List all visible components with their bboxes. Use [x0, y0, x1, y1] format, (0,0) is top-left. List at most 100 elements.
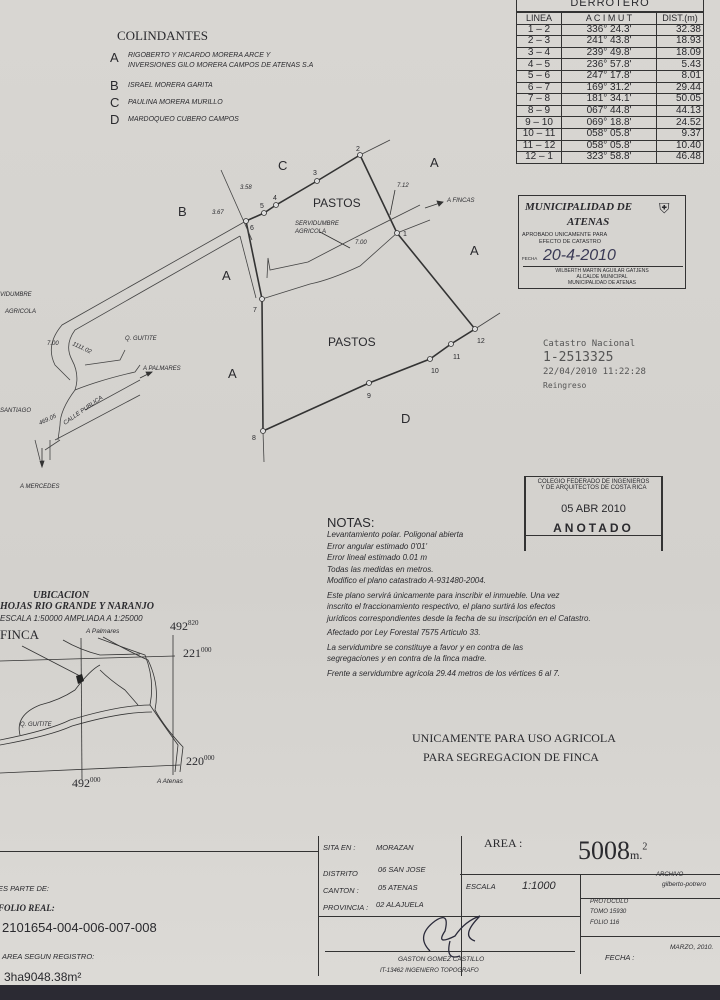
colindante-name: ISRAEL MORERA GARITA: [128, 82, 213, 89]
note-line: segregaciones y en contra de la finca ma…: [327, 654, 487, 663]
coord-x-bottom: 492000: [72, 776, 101, 791]
cell-distancia: 32.38: [656, 23, 704, 37]
cell-distancia: 24.52: [656, 116, 704, 129]
colindante-name: PAULINA MORERA MURILLO: [128, 99, 223, 106]
dim-469-05: 469.05: [38, 413, 58, 426]
area-unit: m.: [630, 848, 643, 862]
ubicacion-subtitle: HOJAS RIO GRANDE Y NARANJO: [0, 601, 154, 612]
cell-acimut: 239° 49.8': [561, 46, 657, 60]
santiago-label: SANTIAGO: [0, 408, 31, 414]
calle-publica-label: CALLE PUBLICA: [63, 395, 104, 427]
mayor-name: WILBERTH MARTIN AGUILAR GATJENS: [555, 268, 649, 274]
agricola-left-label: AGRICOLA: [4, 309, 36, 315]
ubicacion-title: UBICACION: [33, 590, 90, 601]
note-line: inscrito el fraccionamiento respectivo, …: [327, 602, 556, 611]
dim-7-00: 7.00: [355, 240, 367, 246]
area-unit-sup: 2: [642, 841, 648, 853]
archivo-value: gilberto-potrero: [662, 881, 707, 888]
zone-label-d: D: [401, 411, 410, 426]
pastos-label: PASTOS: [328, 335, 376, 349]
vertex-label-7: 7: [253, 307, 257, 314]
colindante-name: RIGOBERTO Y RICARDO MORERA ARCE Y: [128, 52, 271, 59]
area-value: 5008m.2: [578, 836, 647, 866]
fecha-label: FECHA :: [605, 953, 635, 962]
vertex-label-6: 6: [250, 225, 254, 232]
cell-acimut: 058° 05.8': [561, 139, 657, 153]
colindante-letter: D: [110, 112, 120, 127]
note-line: Todas las medidas en metros.: [327, 564, 434, 574]
surveyor-signature: [423, 915, 481, 958]
vertex-label-2: 2: [356, 146, 360, 153]
muni-title-2: ATENAS: [567, 216, 610, 228]
uso-agricola-text: UNICAMENTE PARA USO AGRICOLA: [412, 731, 616, 745]
finca-location-marker: [76, 674, 84, 684]
municipal-approval-stamp: MUNICIPALIDAD DE ATENAS ⛨ APROBADO UNICA…: [518, 195, 686, 289]
colindante-b: B ISRAEL MORERA GARITA: [110, 78, 213, 93]
sita-en-value: MORAZAN: [376, 843, 414, 852]
escala-value: 1:1000: [522, 880, 556, 892]
a-palmares-label: A PALMARES: [142, 366, 181, 372]
fecha-value: MARZO, 2010.: [670, 944, 714, 951]
ubicacion-scale: ESCALA 1:50000 AMPLIADA A 1:25000: [0, 614, 143, 623]
coord-x-top: 492820: [170, 616, 199, 633]
note-line: Frente a servidumbre agrícola 29.44 metr…: [327, 668, 560, 678]
colindante-letter: B: [110, 78, 119, 93]
coord-value: 492: [170, 619, 188, 633]
note-line: Error angular estimado 0'01': [327, 541, 427, 551]
vertex-label-8: 8: [252, 435, 256, 442]
a-atenas-label: A Atenas: [157, 778, 183, 785]
surveyor-id: IT-13462 INGENIERO TOPOGRAFO: [380, 968, 479, 974]
distrito-label: DISTRITO: [323, 869, 358, 878]
protocolo-label: PROTOCOLO: [590, 899, 629, 905]
segregacion-text: PARA SEGREGACION DE FINCA: [423, 750, 599, 764]
agricola-label: AGRICOLA: [294, 229, 326, 235]
colindante-name: MARDOQUEO CUBERO CAMPOS: [128, 116, 239, 123]
a-mercedes-label: A MERCEDES: [19, 484, 59, 490]
colegio-status: ANOTADO: [526, 521, 661, 536]
municipality-name: MUNICIPALIDAD DE ATENAS: [568, 280, 636, 286]
catastro-status: Reingreso: [543, 381, 587, 390]
dim-7-00-left: 7.00: [47, 341, 59, 347]
catastro-label: Catastro Nacional: [543, 339, 636, 349]
es-parte-de-label: ES PARTE DE:: [0, 884, 49, 893]
catastro-stamp: Catastro Nacional 1-2513325 22/04/2010 1…: [543, 337, 646, 393]
tomo-value: TOMO 15930: [590, 909, 627, 915]
notes-section: NOTAS: Levantamiento polar. Poligonal ab…: [327, 516, 591, 679]
cell-distancia: 10.40: [656, 139, 704, 153]
location-map: [0, 635, 184, 781]
vertex-labels: 1 2 3 4 5 6 7 8 9 10 11 12: [250, 146, 485, 442]
provincia-value: 02 ALAJUELA: [376, 900, 424, 909]
catastro-datetime: 22/04/2010 11:22:28: [543, 367, 646, 377]
servidumbre-left-label: VIDUMBRE: [0, 292, 33, 298]
catastro-number: 1-2513325: [543, 350, 614, 365]
a-fincas-label: A FINCAS: [446, 198, 474, 204]
finca-label: FINCA: [0, 627, 40, 642]
zone-label-a: A: [470, 243, 479, 258]
colegio-date: 05 ABR 2010: [561, 503, 626, 515]
coord-value: 221: [183, 646, 201, 660]
note-line: La servidumbre se constituye a favor y e…: [327, 642, 524, 652]
note-line: jurídicos correspondientes desde la fech…: [327, 613, 591, 623]
escala-label: ESCALA: [466, 882, 496, 891]
coord-sup: 000: [90, 776, 101, 784]
fecha-label: FECHA: [522, 256, 538, 261]
dim-7-12: 7.12: [397, 183, 409, 189]
colindantes-title: COLINDANTES: [117, 28, 208, 43]
folio-value: FOLIO 116: [590, 920, 620, 926]
distrito-value: 06 SAN JOSE: [378, 865, 426, 874]
folio-real-label: FOLIO REAL:: [0, 903, 55, 913]
note-line: Modifico el plano catastrado A-931480-20…: [327, 576, 486, 585]
area-label: AREA :: [484, 836, 523, 850]
q-guitite-map-label: Q. GUITITE: [20, 722, 52, 728]
direction-arrows: [39, 189, 444, 469]
coord-value: 220: [186, 754, 204, 768]
